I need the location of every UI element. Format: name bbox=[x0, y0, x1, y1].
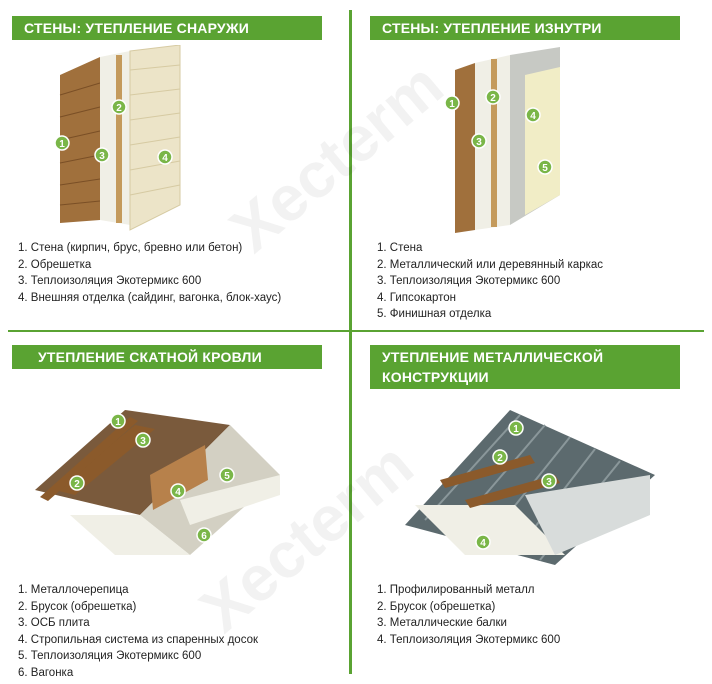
legend-item: 1. Стена bbox=[377, 242, 423, 254]
svg-text:1: 1 bbox=[115, 417, 121, 428]
legend-item: 5. Теплоизоляция Экотермикс 600 bbox=[18, 650, 202, 662]
metal-structure-illustration: 1 2 3 4 bbox=[405, 410, 655, 565]
svg-text:2: 2 bbox=[116, 103, 122, 114]
legend-item: 2. Металлический или деревянный каркас bbox=[377, 258, 604, 271]
panel-title-metal-structure: УТЕПЛЕНИЕ МЕТАЛЛИЧЕСКОЙ КОНСТРУКЦИИ bbox=[370, 345, 680, 389]
svg-text:2: 2 bbox=[497, 453, 503, 464]
svg-text:1: 1 bbox=[449, 99, 455, 110]
svg-text:2: 2 bbox=[74, 479, 80, 490]
svg-text:4: 4 bbox=[480, 538, 486, 549]
legend-item: 3. Теплоизоляция Экотермикс 600 bbox=[18, 275, 202, 287]
legend-item: 2. Брусок (обрешетка) bbox=[18, 600, 137, 613]
svg-text:4: 4 bbox=[162, 153, 168, 164]
svg-text:4: 4 bbox=[175, 487, 181, 498]
svg-text:4: 4 bbox=[530, 111, 536, 122]
legend-walls-outside: 1. Стена (кирпич, брус, бревно или бетон… bbox=[18, 240, 281, 306]
legend-walls-inside: 1. Стена 2. Металлический или деревянный… bbox=[377, 240, 603, 323]
marker-2: 2 bbox=[485, 89, 501, 105]
legend-item: 4. Теплоизоляция Экотермикс 600 bbox=[377, 633, 561, 646]
marker-1: 1 bbox=[54, 135, 70, 151]
svg-text:3: 3 bbox=[476, 137, 482, 148]
walls-inside-illustration: 1 2 3 4 5 bbox=[444, 47, 560, 233]
panel-title-pitched-roof: УТЕПЛЕНИЕ СКАТНОЙ КРОВЛИ bbox=[12, 345, 322, 369]
legend-metal-structure: 1. Профилированный металл 2. Брусок (обр… bbox=[377, 582, 560, 648]
marker-3: 3 bbox=[135, 432, 151, 448]
marker-5: 5 bbox=[537, 159, 553, 175]
svg-text:1: 1 bbox=[59, 139, 65, 150]
marker-5: 5 bbox=[219, 467, 235, 483]
marker-3: 3 bbox=[94, 147, 110, 163]
legend-item: 1. Металлочерепица bbox=[18, 584, 129, 596]
pitched-roof-illustration: 1 2 3 4 5 6 bbox=[35, 410, 280, 555]
marker-1: 1 bbox=[110, 413, 126, 429]
panel-title-walls-inside: СТЕНЫ: УТЕПЛЕНИЕ ИЗНУТРИ bbox=[370, 16, 680, 40]
legend-item: 2. Брусок (обрешетка) bbox=[377, 600, 496, 613]
legend-item: 4. Внешняя отделка (сайдинг, вагонка, бл… bbox=[18, 291, 282, 304]
svg-text:5: 5 bbox=[224, 471, 230, 482]
marker-3: 3 bbox=[471, 133, 487, 149]
legend-item: 6. Вагонка bbox=[18, 666, 74, 679]
legend-item: 4. Гипсокартон bbox=[377, 291, 457, 304]
legend-item: 1. Стена (кирпич, брус, бревно или бетон… bbox=[18, 242, 243, 254]
marker-1: 1 bbox=[444, 95, 460, 111]
svg-text:3: 3 bbox=[140, 436, 146, 447]
svg-text:1: 1 bbox=[513, 424, 519, 435]
marker-2: 2 bbox=[111, 99, 127, 115]
horizontal-divider bbox=[8, 330, 704, 332]
panel-title-line: УТЕПЛЕНИЕ МЕТАЛЛИЧЕСКОЙ bbox=[382, 349, 604, 365]
svg-text:5: 5 bbox=[542, 163, 548, 174]
svg-text:2: 2 bbox=[490, 93, 496, 104]
legend-item: 2. Обрешетка bbox=[18, 258, 92, 271]
marker-2: 2 bbox=[69, 475, 85, 491]
watermark: Xecterm bbox=[216, 48, 457, 266]
legend-item: 3. Металлические балки bbox=[377, 617, 507, 629]
legend-item: 3. Теплоизоляция Экотермикс 600 bbox=[377, 275, 561, 287]
svg-text:6: 6 bbox=[201, 531, 207, 542]
marker-4: 4 bbox=[475, 534, 491, 550]
legend-item: 1. Профилированный металл bbox=[377, 584, 535, 596]
marker-2: 2 bbox=[492, 449, 508, 465]
svg-text:3: 3 bbox=[546, 477, 552, 488]
marker-4: 4 bbox=[170, 483, 186, 499]
svg-text:3: 3 bbox=[99, 151, 105, 162]
vertical-divider bbox=[349, 10, 352, 674]
marker-3: 3 bbox=[541, 473, 557, 489]
marker-4: 4 bbox=[525, 107, 541, 123]
legend-item: 3. ОСБ плита bbox=[18, 617, 90, 629]
panel-title-line: КОНСТРУКЦИИ bbox=[382, 369, 489, 385]
panel-title-walls-outside: СТЕНЫ: УТЕПЛЕНИЕ СНАРУЖИ bbox=[12, 16, 322, 40]
legend-item: 4. Стропильная система из спаренных досо… bbox=[18, 633, 259, 646]
legend-item: 5. Финишная отделка bbox=[377, 308, 492, 320]
marker-6: 6 bbox=[196, 527, 212, 543]
marker-1: 1 bbox=[508, 420, 524, 436]
marker-4: 4 bbox=[157, 149, 173, 165]
walls-outside-illustration: 1 2 3 4 bbox=[54, 45, 181, 231]
legend-pitched-roof: 1. Металлочерепица 2. Брусок (обрешетка)… bbox=[18, 582, 258, 681]
